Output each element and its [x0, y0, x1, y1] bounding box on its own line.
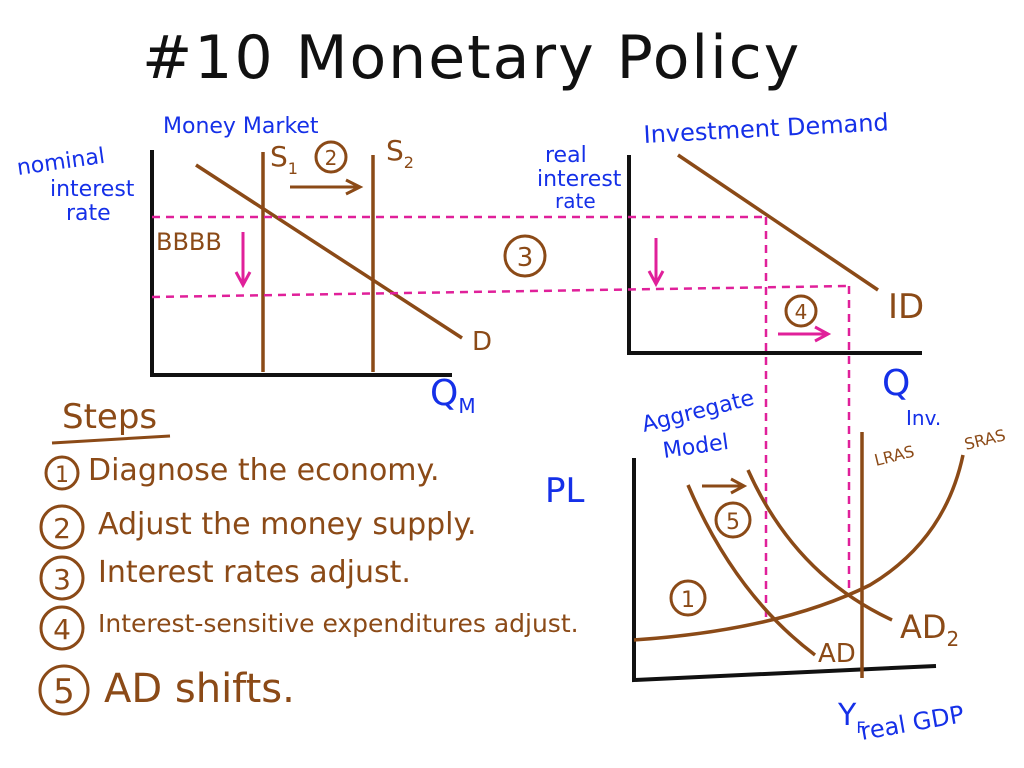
lras-label: LRAS: [872, 442, 916, 470]
step-item-2: 2 Adjust the money supply.: [39, 504, 477, 550]
step-item-3: 3 Interest rates adjust.: [39, 555, 411, 601]
step-4-circle: [784, 294, 818, 328]
mm-step-2-marker: 2: [325, 146, 338, 170]
inv-xaxis-label-q: Q: [882, 363, 910, 404]
inv-down-arrow-icon: [647, 238, 665, 288]
inv-demand-label: ID: [888, 287, 924, 327]
step-item-4-circle: [39, 605, 85, 651]
mm-s1-label: S1: [270, 140, 298, 178]
mm-shift-arrow-icon: [290, 178, 364, 196]
sras-label: SRAS: [962, 425, 1007, 454]
mm-demand-label: D: [472, 327, 492, 357]
money-market-graph: Money Market nominal interest rate S1 S2…: [15, 114, 492, 418]
agg-axes: [632, 458, 937, 683]
step-item-3-circle: [39, 555, 85, 601]
step-item-1-text: Diagnose the economy.: [88, 453, 440, 488]
aggregate-model-graph: Aggregate Model PL LRAS SRAS AD AD2 5 1 …: [545, 386, 1007, 746]
step-item-1-number: 1: [55, 463, 69, 488]
step-item-4-number: 4: [53, 613, 71, 646]
step-4-marker: 4: [795, 300, 808, 324]
step-item-4: 4 Interest-sensitive expenditures adjust…: [39, 605, 579, 651]
steps-heading: Steps: [62, 397, 157, 437]
mm-note: BBBB: [156, 228, 222, 256]
yf-label: YF: [837, 698, 866, 737]
mm-yaxis-label-2: interest: [50, 177, 135, 202]
aggregate-title-2: Model: [661, 430, 730, 464]
ad-shift-arrow-icon: [702, 477, 748, 495]
step-item-5: 5 AD shifts.: [38, 664, 295, 716]
investment-demand-graph: Investment Demand real interest rate ID …: [503, 108, 941, 430]
step-item-3-text: Interest rates adjust.: [98, 555, 411, 590]
mm-axes: [150, 150, 452, 377]
ad-1-label: AD: [818, 639, 856, 669]
inv-yaxis-label-1: real: [545, 143, 587, 168]
page-title: #10 Monetary Policy: [142, 23, 801, 93]
mm-down-arrow-icon: [234, 232, 252, 289]
ad-2-curve: [746, 469, 893, 622]
step-item-2-text: Adjust the money supply.: [98, 507, 477, 542]
steps-list: Steps 1 Diagnose the economy. 2 Adjust t…: [38, 397, 579, 716]
step-item-1-circle: [44, 455, 80, 491]
step-3-circle: [503, 234, 547, 278]
step-5-circle: [714, 501, 752, 539]
inv-yaxis-label-2: interest: [537, 167, 622, 192]
guide-low-rate: [151, 284, 850, 299]
inv-yaxis-label-3: rate: [555, 189, 596, 213]
mm-yaxis-label-3: rate: [66, 201, 111, 226]
ad-1-curve: [686, 484, 817, 657]
mm-s2-label: S2: [386, 134, 414, 172]
step-item-2-circle: [39, 504, 85, 550]
step-1-marker: 1: [681, 588, 695, 613]
step-5-marker: 5: [726, 510, 740, 535]
money-market-title: Money Market: [163, 114, 319, 139]
step-item-5-text: AD shifts.: [104, 666, 295, 712]
inv-axes: [627, 155, 922, 355]
ad-2-label: AD2: [900, 608, 959, 651]
agg-yaxis-label: PL: [545, 471, 585, 511]
mm-yaxis-label-1: nominal: [15, 144, 106, 181]
step-item-4-text: Interest-sensitive expenditures adjust.: [98, 609, 579, 638]
mm-step-2-circle: [314, 140, 348, 174]
step-1-circle: [669, 579, 707, 617]
steps-heading-underline: [51, 434, 171, 445]
mm-xaxis-label: QM: [430, 373, 476, 418]
agg-xaxis-label: real GDP: [858, 700, 966, 746]
step-3-marker: 3: [517, 243, 534, 273]
investment-title: Investment Demand: [643, 108, 889, 149]
step-item-2-number: 2: [53, 512, 71, 545]
inv-right-arrow-icon: [778, 325, 832, 343]
step-item-5-number: 5: [53, 672, 75, 712]
step-item-3-number: 3: [53, 563, 71, 596]
aggregate-title-1: Aggregate: [639, 386, 756, 438]
sras-curve: [633, 454, 965, 642]
inv-xaxis-label-sub: Inv.: [906, 406, 941, 430]
mm-demand-curve: [195, 163, 463, 340]
step-item-5-circle: [38, 664, 90, 716]
interest-guide-lines: [151, 215, 851, 620]
step-item-1: 1 Diagnose the economy.: [44, 453, 440, 491]
inv-demand-curve: [677, 153, 879, 292]
